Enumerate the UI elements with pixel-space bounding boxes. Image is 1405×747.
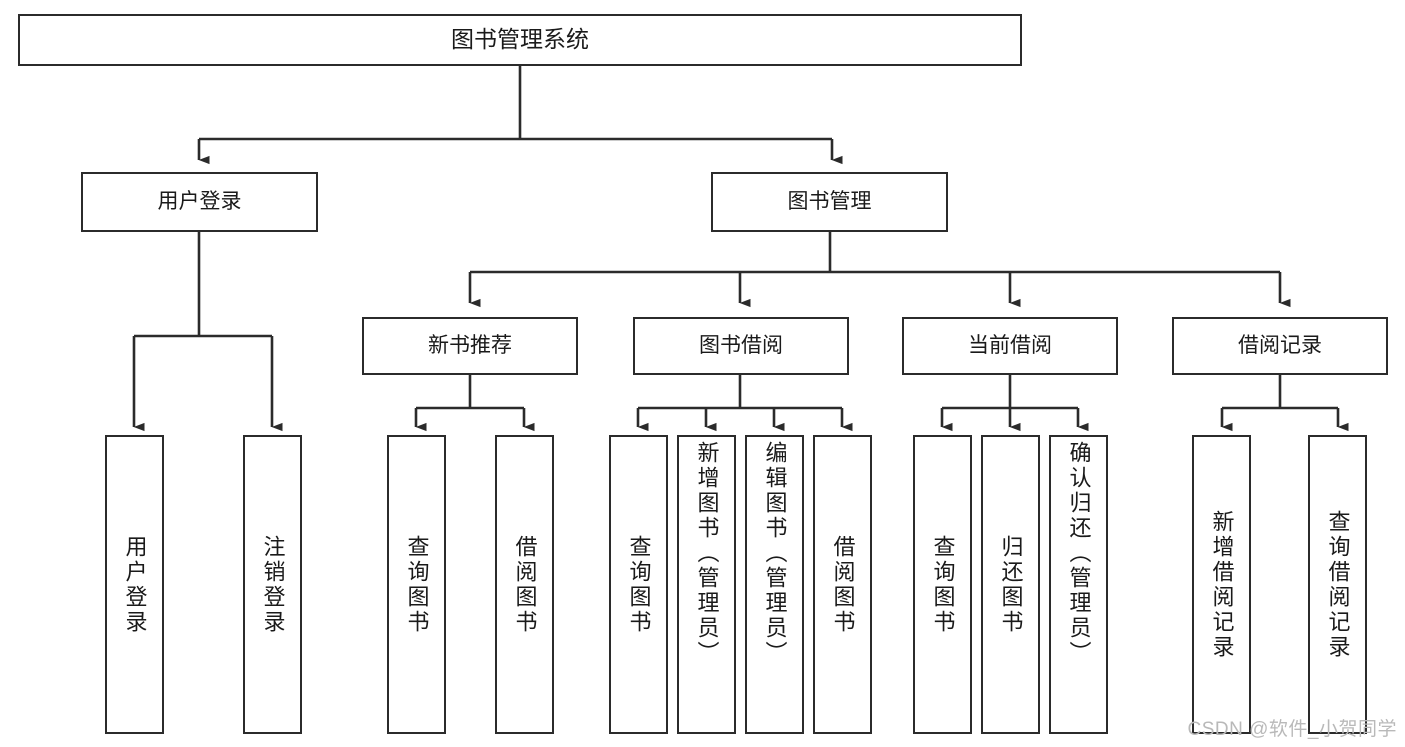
node-leaf-return-book-label: 归还图书 <box>998 534 1024 635</box>
node-leaf-confirm-return-admin[interactable]: 确认归还（管理员） <box>1049 435 1108 734</box>
node-leaf-edit-book-admin-label: 编辑图书（管理员） <box>762 441 788 666</box>
node-current-borrow-label: 当前借阅 <box>968 333 1052 357</box>
node-root-label: 图书管理系统 <box>451 26 589 53</box>
node-user-login[interactable]: 用户登录 <box>81 172 318 232</box>
node-book-management[interactable]: 图书管理 <box>711 172 948 232</box>
node-leaf-query-book-3-label: 查询图书 <box>930 534 956 635</box>
node-leaf-query-borrow-record-label: 查询借阅记录 <box>1325 509 1351 660</box>
node-book-borrow[interactable]: 图书借阅 <box>633 317 849 375</box>
node-leaf-query-book-1-label: 查询图书 <box>404 534 430 635</box>
node-leaf-query-book-1[interactable]: 查询图书 <box>387 435 446 734</box>
node-leaf-borrow-book-1-label: 借阅图书 <box>512 534 538 635</box>
node-leaf-add-borrow-record[interactable]: 新增借阅记录 <box>1192 435 1251 734</box>
node-leaf-borrow-book-1[interactable]: 借阅图书 <box>495 435 554 734</box>
node-leaf-logout-login[interactable]: 注销登录 <box>243 435 302 734</box>
node-leaf-edit-book-admin[interactable]: 编辑图书（管理员） <box>745 435 804 734</box>
node-current-borrow[interactable]: 当前借阅 <box>902 317 1118 375</box>
node-leaf-query-borrow-record[interactable]: 查询借阅记录 <box>1308 435 1367 734</box>
node-new-book-recommend[interactable]: 新书推荐 <box>362 317 578 375</box>
node-leaf-user-login-label: 用户登录 <box>122 534 148 635</box>
node-new-book-recommend-label: 新书推荐 <box>428 333 512 357</box>
node-leaf-logout-login-label: 注销登录 <box>260 534 286 635</box>
node-leaf-add-book-admin-label: 新增图书（管理员） <box>694 441 720 666</box>
node-user-login-label: 用户登录 <box>157 189 242 213</box>
node-root[interactable]: 图书管理系统 <box>18 14 1022 66</box>
node-leaf-user-login[interactable]: 用户登录 <box>105 435 164 734</box>
node-leaf-add-borrow-record-label: 新增借阅记录 <box>1209 509 1235 660</box>
node-leaf-confirm-return-admin-label: 确认归还（管理员） <box>1066 441 1092 666</box>
node-leaf-borrow-book-2-label: 借阅图书 <box>830 534 856 635</box>
node-leaf-query-book-3[interactable]: 查询图书 <box>913 435 972 734</box>
node-leaf-add-book-admin[interactable]: 新增图书（管理员） <box>677 435 736 734</box>
node-book-management-label: 图书管理 <box>787 189 872 213</box>
node-borrow-record[interactable]: 借阅记录 <box>1172 317 1388 375</box>
node-book-borrow-label: 图书借阅 <box>699 333 783 357</box>
node-leaf-borrow-book-2[interactable]: 借阅图书 <box>813 435 872 734</box>
node-borrow-record-label: 借阅记录 <box>1238 333 1322 357</box>
node-leaf-return-book[interactable]: 归还图书 <box>981 435 1040 734</box>
node-leaf-query-book-2[interactable]: 查询图书 <box>609 435 668 734</box>
node-leaf-query-book-2-label: 查询图书 <box>626 534 652 635</box>
